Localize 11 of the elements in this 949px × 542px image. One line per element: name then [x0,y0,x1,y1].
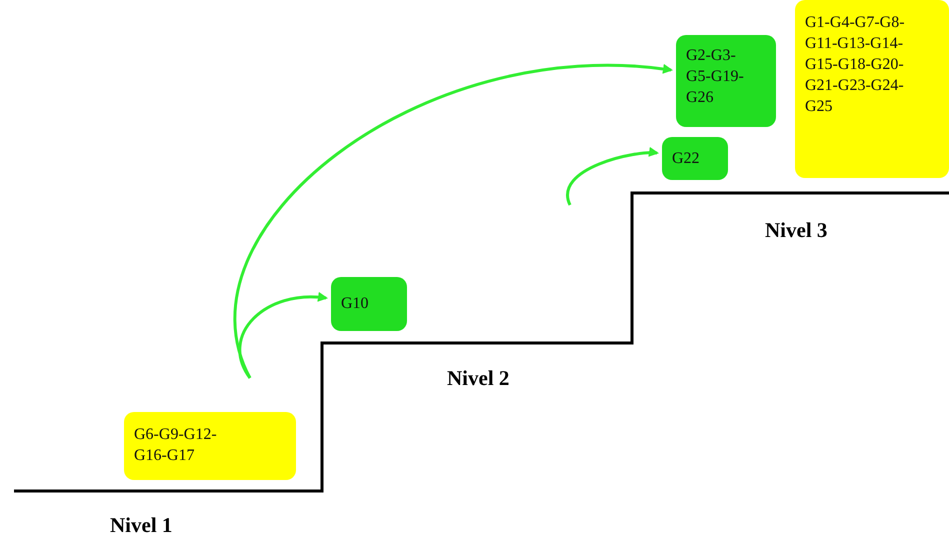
group-box: G2-G3-G5-G19-G26 [676,35,776,127]
level-label: Nivel 2 [447,366,510,391]
curved-arrow [238,292,328,379]
curved-arrow [566,148,659,206]
curved-arrow [234,64,673,378]
group-box: G22 [662,137,728,180]
level-label: Nivel 3 [765,218,828,243]
group-box: G10 [331,277,407,331]
group-box: G6-G9-G12-G16-G17 [124,412,296,480]
group-box: G1-G4-G7-G8-G11-G13-G14-G15-G18-G20-G21-G23-G24-G25 [795,0,949,178]
level-label: Nivel 1 [110,513,172,538]
